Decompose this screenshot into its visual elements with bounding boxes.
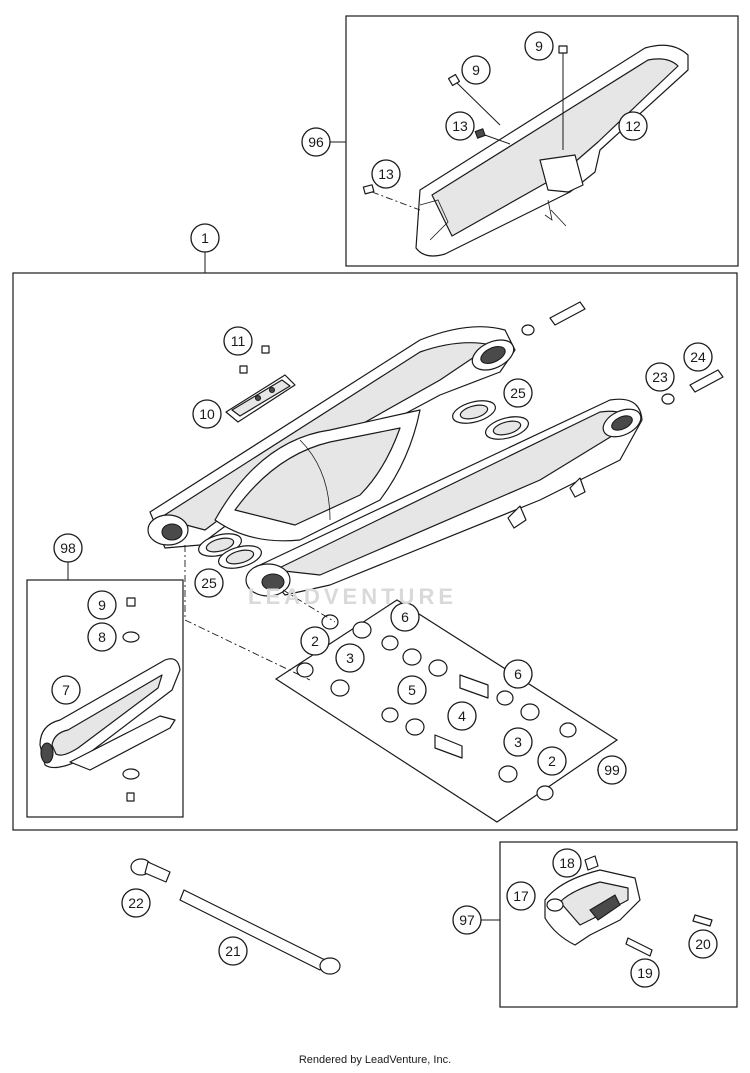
svg-text:11: 11 xyxy=(231,333,246,349)
callout-96: 96 xyxy=(301,127,331,157)
swingarm-pad xyxy=(217,545,263,569)
pivot-bolt xyxy=(130,858,171,883)
callout-13: 13 xyxy=(445,111,475,141)
bracket-screw xyxy=(239,345,270,374)
svg-text:6: 6 xyxy=(401,609,409,625)
callout-1: 1 xyxy=(190,223,220,253)
callout-99: 99 xyxy=(597,755,627,785)
callout-19: 19 xyxy=(630,958,660,988)
chain-slider xyxy=(39,658,181,771)
adjuster-bolt xyxy=(549,301,724,393)
callout-18: 18 xyxy=(552,848,582,878)
svg-text:17: 17 xyxy=(513,888,529,904)
bearing-kit-parts xyxy=(296,614,577,801)
callout-7: 7 xyxy=(51,675,81,705)
chain-guide xyxy=(544,869,641,946)
chain-guide-nut xyxy=(584,855,599,871)
callout-25: 25 xyxy=(194,568,224,598)
chain-guard-screw xyxy=(474,128,511,145)
callout-97: 97 xyxy=(452,905,482,935)
svg-text:25: 25 xyxy=(510,385,526,401)
swingarm-bracket xyxy=(225,374,296,423)
callout-8: 8 xyxy=(87,622,117,652)
callout-12: 12 xyxy=(618,111,648,141)
callout-6: 6 xyxy=(503,659,533,689)
callout-23: 23 xyxy=(645,362,675,392)
callout-98: 98 xyxy=(53,533,83,563)
callout-22: 22 xyxy=(121,888,151,918)
callout-25: 25 xyxy=(503,378,533,408)
svg-text:9: 9 xyxy=(472,62,480,78)
svg-text:12: 12 xyxy=(625,118,641,134)
svg-text:13: 13 xyxy=(378,166,394,182)
callout-21: 21 xyxy=(218,936,248,966)
svg-text:22: 22 xyxy=(128,895,144,911)
svg-text:3: 3 xyxy=(514,734,522,750)
callout-13: 13 xyxy=(371,159,401,189)
callout-2: 2 xyxy=(537,746,567,776)
svg-text:18: 18 xyxy=(559,855,575,871)
swingarm-pad xyxy=(451,400,497,424)
svg-text:4: 4 xyxy=(458,708,466,724)
svg-text:96: 96 xyxy=(308,134,324,150)
callout-2: 2 xyxy=(300,626,330,656)
svg-text:19: 19 xyxy=(637,965,653,981)
swingarm xyxy=(147,326,643,597)
chain-slider-group-box xyxy=(26,579,184,818)
callout-17: 17 xyxy=(506,881,536,911)
swingarm-pivot-axle xyxy=(179,889,341,975)
footer-credit: Rendered by LeadVenture, Inc. xyxy=(298,1054,452,1066)
svg-text:23: 23 xyxy=(652,369,668,385)
svg-text:8: 8 xyxy=(98,629,106,645)
svg-text:6: 6 xyxy=(514,666,522,682)
chain-guard-bolt xyxy=(447,73,501,126)
svg-text:10: 10 xyxy=(199,406,215,422)
chain-slider-bolt xyxy=(122,597,140,802)
callout-9: 9 xyxy=(524,31,554,61)
callout-3: 3 xyxy=(335,643,365,673)
adjuster-nut xyxy=(521,324,675,405)
callout-4: 4 xyxy=(447,701,477,731)
svg-text:20: 20 xyxy=(695,936,711,952)
watermark: LEADVENTURE xyxy=(248,584,458,609)
svg-text:2: 2 xyxy=(311,633,319,649)
svg-text:25: 25 xyxy=(201,575,217,591)
svg-text:1: 1 xyxy=(201,230,209,246)
swingarm-group-box xyxy=(12,272,738,831)
chain-guide-group-box xyxy=(499,841,738,1008)
callout-6: 6 xyxy=(390,602,420,632)
svg-text:2: 2 xyxy=(548,753,556,769)
svg-text:7: 7 xyxy=(62,682,70,698)
callout-11: 11 xyxy=(223,326,253,356)
svg-text:24: 24 xyxy=(690,349,706,365)
swingarm-pad xyxy=(484,416,530,440)
callout-3: 3 xyxy=(503,727,533,757)
svg-text:21: 21 xyxy=(225,943,241,959)
svg-text:98: 98 xyxy=(60,540,76,556)
svg-text:9: 9 xyxy=(98,597,106,613)
callout-20: 20 xyxy=(688,929,718,959)
leader-lines xyxy=(67,141,617,921)
callout-9: 9 xyxy=(461,55,491,85)
callout-5: 5 xyxy=(397,675,427,705)
chain-guide-bolt xyxy=(625,914,713,957)
svg-text:5: 5 xyxy=(408,682,416,698)
callout-24: 24 xyxy=(683,342,713,372)
svg-text:97: 97 xyxy=(459,912,475,928)
svg-text:3: 3 xyxy=(346,650,354,666)
chain-guard-bolt xyxy=(558,45,568,150)
chain-guard-group-box xyxy=(345,15,739,267)
callout-9: 9 xyxy=(87,590,117,620)
chain-guard-screw xyxy=(362,184,421,211)
svg-text:99: 99 xyxy=(604,762,620,778)
svg-text:9: 9 xyxy=(535,38,543,54)
chain-guard xyxy=(415,44,689,257)
callout-10: 10 xyxy=(192,399,222,429)
svg-text:13: 13 xyxy=(452,118,468,134)
